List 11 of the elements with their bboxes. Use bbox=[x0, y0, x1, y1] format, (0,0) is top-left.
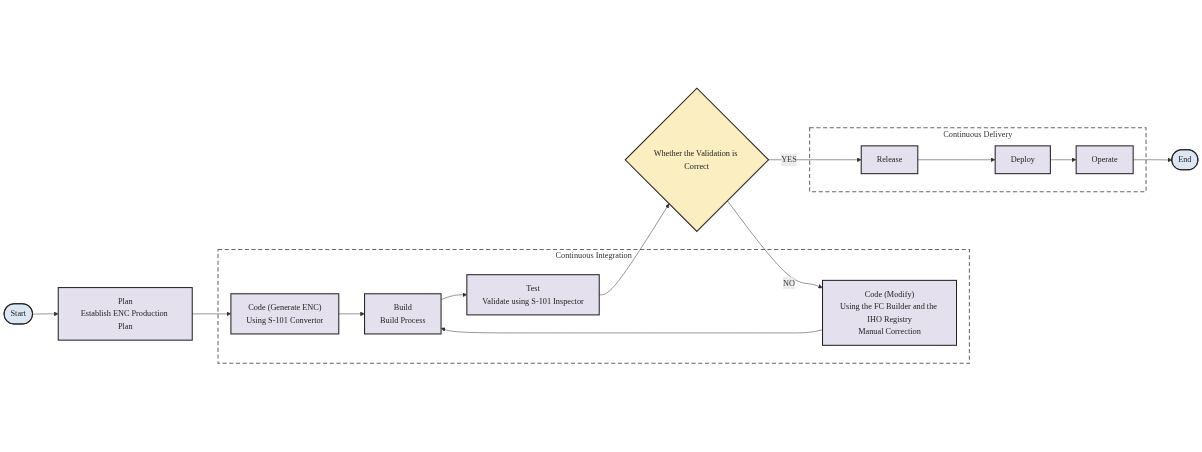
node-box: Test Validate using S-101 Inspector bbox=[466, 274, 600, 316]
node-box: Plan Establish ENC Production Plan bbox=[57, 287, 193, 341]
edge-label: YES bbox=[781, 155, 797, 165]
node-box: Release bbox=[860, 145, 919, 175]
node-box: Code (Generate ENC) Using S-101 Convertor bbox=[230, 293, 340, 335]
node-box: Operate bbox=[1075, 145, 1134, 175]
node-diamond: Whether the Validation is Correct bbox=[624, 87, 770, 233]
node-box: Deploy bbox=[994, 145, 1051, 175]
node-box: Code (Modify) Using the FC Builder and the IHO Registry Manual Correction bbox=[822, 280, 958, 347]
edge-label: NO bbox=[782, 278, 795, 288]
node-box: Build Build Process bbox=[364, 293, 442, 335]
